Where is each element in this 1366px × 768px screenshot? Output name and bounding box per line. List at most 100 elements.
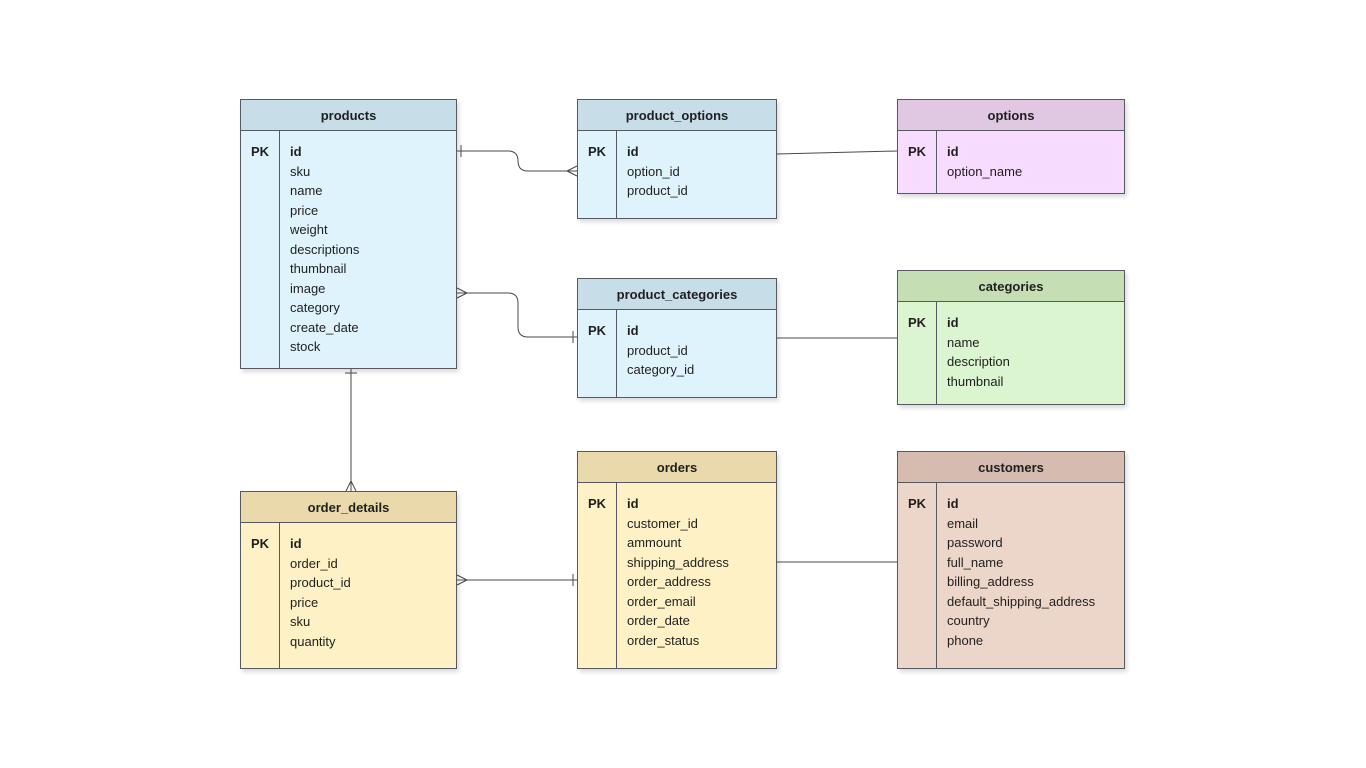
field[interactable]: option_name xyxy=(947,163,1023,179)
field[interactable]: ammount xyxy=(627,535,682,550)
primary-key-label: PK xyxy=(908,496,927,511)
primary-key-label: PK xyxy=(908,144,927,159)
key-column: PK xyxy=(241,131,280,368)
primary-key-field[interactable]: id xyxy=(290,536,302,551)
primary-key-label: PK xyxy=(588,144,607,159)
primary-key-field[interactable]: id xyxy=(947,315,959,330)
field[interactable]: create_date xyxy=(290,319,359,335)
field[interactable]: product_id xyxy=(627,342,688,358)
many-crowfoot-marker xyxy=(456,574,468,586)
entity-fields-area: PK id email password full_name billing_addres… xyxy=(898,483,1124,668)
field-list: id name description thumbnail xyxy=(947,313,1120,391)
field[interactable]: option_id xyxy=(627,163,680,179)
field[interactable]: sku xyxy=(290,163,311,179)
entity-title: customers xyxy=(898,452,1124,483)
entity-title: categories xyxy=(898,271,1124,302)
field[interactable]: shipping_address xyxy=(627,554,729,570)
field[interactable]: default_shipping_address xyxy=(947,593,1096,609)
relationship-products-to-product-categories[interactable] xyxy=(456,287,577,343)
field-list: id option_id product_id xyxy=(627,142,772,201)
field[interactable]: description xyxy=(947,354,1010,369)
primary-key-label: PK xyxy=(251,144,270,159)
field[interactable]: product_id xyxy=(627,183,688,198)
field[interactable]: category_id xyxy=(627,362,695,377)
primary-key-label: PK xyxy=(251,536,270,551)
field[interactable]: billing_address xyxy=(947,574,1034,589)
relationship-product-categories-to-categories[interactable] xyxy=(766,332,902,344)
primary-key-field[interactable]: id xyxy=(627,323,639,338)
field[interactable]: email xyxy=(947,515,979,531)
field[interactable]: order_address xyxy=(627,574,711,589)
entity-fields-area: PK id option_id product_id xyxy=(578,131,776,218)
entity-fields-area: PK id option_name xyxy=(898,131,1124,193)
entity-title: orders xyxy=(578,452,776,483)
relationship-line xyxy=(776,150,898,155)
field[interactable]: order_email xyxy=(627,593,696,609)
field[interactable]: phone xyxy=(947,632,984,648)
field[interactable]: descriptions xyxy=(290,241,360,257)
field[interactable]: order_id xyxy=(290,555,338,571)
primary-key-field[interactable]: id xyxy=(947,496,959,511)
field[interactable]: price xyxy=(290,594,319,610)
entity-fields-area: PK id sku name price weight descriptions thumbn… xyxy=(241,131,456,368)
relationship-orders-to-customers[interactable] xyxy=(766,556,902,568)
field[interactable]: thumbnail xyxy=(290,261,347,276)
key-column: PK xyxy=(898,483,937,668)
entity-title: product_options xyxy=(578,100,776,131)
field[interactable]: order_status xyxy=(627,632,700,648)
entity-title: order_details xyxy=(241,492,456,523)
field[interactable]: customer_id xyxy=(627,515,698,531)
field[interactable]: password xyxy=(947,535,1003,550)
primary-key-field[interactable]: id xyxy=(627,144,639,159)
field[interactable]: sku xyxy=(290,614,311,629)
many-crowfoot-marker xyxy=(566,165,578,177)
many-crowfoot-marker xyxy=(456,287,468,299)
field[interactable]: stock xyxy=(290,339,321,354)
field[interactable]: name xyxy=(947,334,980,350)
field[interactable]: full_name xyxy=(947,554,1004,570)
field[interactable]: order_date xyxy=(627,613,690,628)
primary-key-label: PK xyxy=(588,323,607,338)
many-crowfoot-marker xyxy=(345,480,357,492)
relationship-line xyxy=(457,150,577,172)
primary-key-field[interactable]: id xyxy=(290,144,302,159)
field-list: id product_id category_id xyxy=(627,321,772,380)
primary-key-field[interactable]: id xyxy=(947,144,959,159)
entity-fields-area: PK id product_id category_id xyxy=(578,310,776,397)
relationship-products-to-product-options[interactable] xyxy=(457,145,578,177)
field[interactable]: country xyxy=(947,613,990,628)
relationship-products-to-order-details[interactable] xyxy=(345,369,357,492)
key-column: PK xyxy=(241,523,280,668)
entity-title: options xyxy=(898,100,1124,131)
field[interactable]: price xyxy=(290,202,319,218)
field[interactable]: name xyxy=(290,183,323,198)
field[interactable]: image xyxy=(290,280,326,296)
field[interactable]: weight xyxy=(290,222,328,237)
relationship-line xyxy=(457,292,577,338)
primary-key-label: PK xyxy=(588,496,607,511)
field[interactable]: product_id xyxy=(290,575,351,590)
key-column: PK xyxy=(898,131,937,193)
key-column: PK xyxy=(578,131,617,218)
field[interactable]: thumbnail xyxy=(947,373,1004,389)
primary-key-field[interactable]: id xyxy=(627,496,639,511)
field[interactable]: category xyxy=(290,300,340,315)
key-column: PK xyxy=(578,483,617,668)
relationship-order-details-to-orders[interactable] xyxy=(456,574,577,586)
relationship-product-options-to-options[interactable] xyxy=(766,145,902,160)
field-list: id option_name xyxy=(947,142,1120,181)
field[interactable]: quantity xyxy=(290,633,336,649)
